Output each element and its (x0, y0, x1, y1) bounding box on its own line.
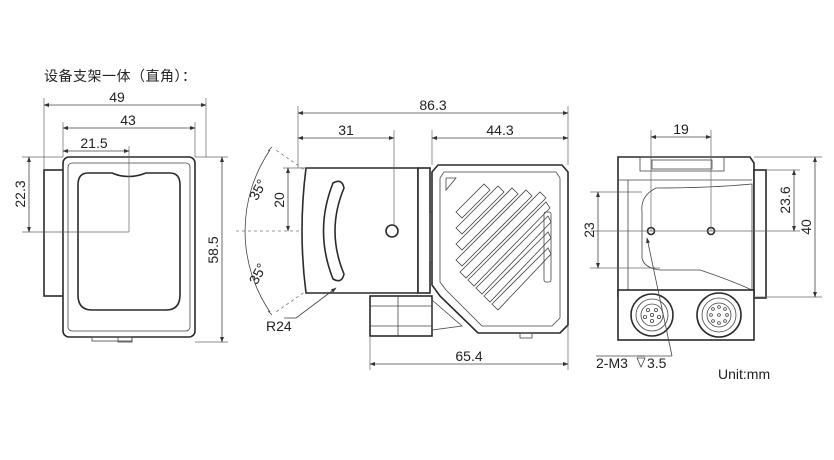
dim-side-bracket-half: 20 (271, 192, 287, 208)
dim-angle-upper: 35° (246, 177, 270, 203)
dim-front-half-width: 21.5 (80, 135, 107, 151)
dim-front-width-overall: 49 (109, 89, 125, 105)
front-window (77, 172, 181, 311)
front-view (22, 98, 228, 343)
dim-rear-hole-height: 23 (581, 222, 597, 238)
dim-side-camera-length: 44.3 (486, 122, 513, 138)
dim-front-center-height: 22.3 (12, 180, 28, 207)
rear-dimensions: 19 23 23.6 40 2-M3 3.5 (581, 121, 817, 371)
thread-depth: 3.5 (647, 355, 667, 371)
dim-rear-center-height: 23.6 (777, 186, 793, 213)
dim-rear-height: 40 (798, 219, 814, 235)
thread-spec: 2-M3 (596, 355, 628, 371)
rear-connector-right (696, 292, 742, 338)
bracket-arc-slot (322, 180, 345, 282)
front-dimensions: 49 43 21.5 22.3 58.5 (12, 89, 224, 343)
camera-body (431, 164, 569, 334)
dim-radius: R24 (266, 318, 292, 334)
rear-mount-bracket (641, 183, 753, 291)
drawing-title: 设备支架一体（直角）： (44, 68, 197, 84)
dim-front-width-inner: 43 (120, 112, 136, 128)
dim-front-height: 58.5 (205, 236, 221, 263)
rear-view (590, 130, 822, 357)
depth-symbol (636, 355, 646, 368)
dim-side-base-length: 65.4 (455, 348, 482, 364)
dim-rear-hole-spacing: 19 (673, 121, 689, 137)
dim-side-length-overall: 86.3 (419, 97, 446, 113)
pivot-hole (385, 224, 399, 238)
unit-label: Unit:mm (718, 366, 771, 382)
side-view (236, 106, 569, 370)
front-lens-stub (43, 169, 65, 297)
side-base-connector (369, 295, 433, 337)
bracket-plate (301, 167, 419, 294)
dim-side-bracket-length: 31 (338, 122, 354, 138)
heat-sink-fins (455, 183, 552, 311)
rear-connector-left (630, 293, 674, 337)
rear-body (617, 156, 755, 298)
